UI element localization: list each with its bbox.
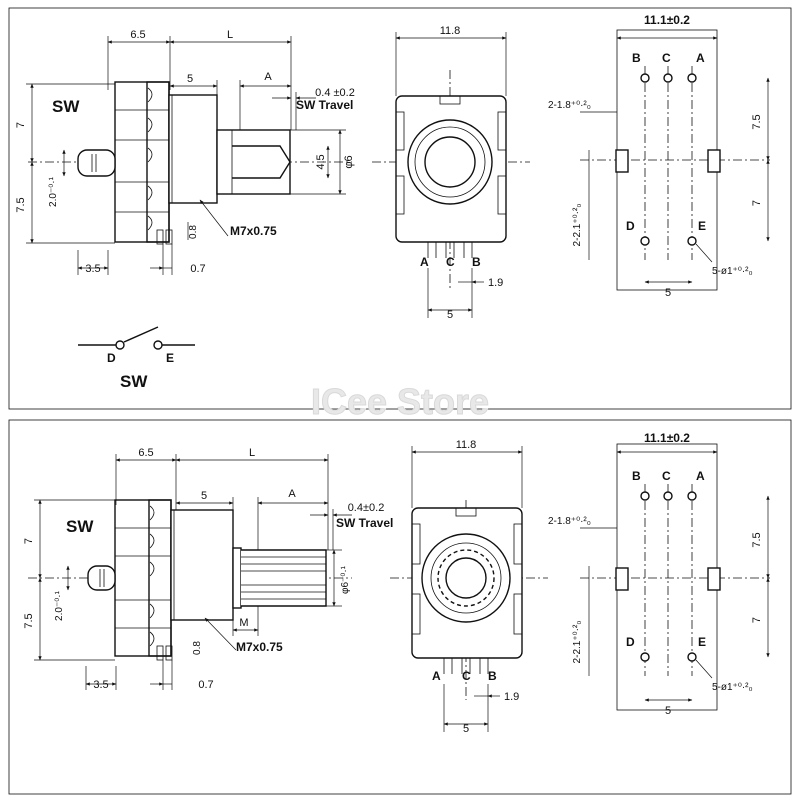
front-dim-5: 5 <box>447 309 453 321</box>
pin-dim-11-1: 11.1±0.2 <box>644 13 690 27</box>
b-dim-6-5: 6.5 <box>138 447 153 459</box>
b-dim-l: L <box>249 447 255 459</box>
dim-2-0: 2.0⁻⁰·¹ <box>48 176 59 207</box>
bottom-side-view <box>28 499 352 661</box>
switch-d: D <box>107 351 116 365</box>
switch-e: E <box>166 351 174 365</box>
watermark: ICee Store <box>311 381 489 422</box>
b-pin-b: B <box>632 469 641 483</box>
b-dim-7-5: 7.5 <box>23 613 35 628</box>
b-sw-label: SW <box>66 517 94 536</box>
b-pin-dim-7-5: 7.5 <box>751 532 763 547</box>
bottom-pin-layout: 11.1±0.2 B C A D E 2-1.8⁺⁰·²₀ 2-2.1⁺⁰·²₀… <box>548 431 770 717</box>
b-front-pin-c: C <box>462 669 471 683</box>
bottom-side-dimensions <box>34 454 352 690</box>
b-dim-phi6: φ6⁻⁰·¹ <box>340 565 351 594</box>
front-dim-1-9: 1.9 <box>488 277 503 289</box>
b-front-pin-a: A <box>432 669 441 683</box>
b-dim-5: 5 <box>201 490 207 502</box>
dim-l: L <box>227 29 233 41</box>
b-dim-2-0: 2.0⁻⁰·¹ <box>54 590 65 621</box>
front-dim-11-8: 11.8 <box>440 25 461 37</box>
dim-a: A <box>264 71 272 83</box>
bottom-side-labels: 6.5 L 5 A 0.4±0.2 SW Travel SW 7 7.5 2.0… <box>23 447 393 691</box>
bottom-panel-frame <box>8 419 792 795</box>
b-dim-7: 7 <box>23 538 35 544</box>
b-dim-0-7: 0.7 <box>198 679 213 691</box>
b-dim-m: M <box>239 617 248 629</box>
b-dim-0-8: 0.8 <box>192 641 203 655</box>
top-front-view: 11.8 A C B 1.9 5 <box>372 25 530 321</box>
b-dim-travel: 0.4±0.2 <box>348 502 385 514</box>
top-pin-layout: 11.1±0.2 B C A D E 2-1.8⁺⁰·²₀ 2-2.1⁺⁰·²₀… <box>548 13 770 299</box>
front-pin-a: A <box>420 255 429 269</box>
b-sw-travel-label: SW Travel <box>336 516 393 530</box>
b-front-pin-b: B <box>488 669 497 683</box>
pin-e: E <box>698 219 706 233</box>
dim-0-7: 0.7 <box>190 263 205 275</box>
b-front-dim-11-8: 11.8 <box>456 439 477 451</box>
b-pin-dim-2-2-1: 2-2.1⁺⁰·²₀ <box>572 621 583 664</box>
dim-6-5: 6.5 <box>130 29 145 41</box>
b-pin-dim-5: 5 <box>665 705 671 717</box>
b-front-dim-1-9: 1.9 <box>504 691 519 703</box>
dim-travel: 0.4 ±0.2 <box>315 87 355 99</box>
pin-dim-7: 7 <box>751 200 763 206</box>
pin-d: D <box>626 219 635 233</box>
dim-7: 7 <box>15 122 27 128</box>
pin-a: A <box>696 51 705 65</box>
b-pin-a: A <box>696 469 705 483</box>
top-side-dimensions <box>26 36 346 275</box>
sw-travel-label: SW Travel <box>296 98 353 112</box>
b-pin-dim-2-1-8: 2-1.8⁺⁰·²₀ <box>548 516 591 527</box>
dim-7-5: 7.5 <box>15 197 27 212</box>
b-front-dim-5: 5 <box>463 723 469 735</box>
b-pin-dim-7: 7 <box>751 617 763 623</box>
pin-c: C <box>662 51 671 65</box>
dim-4-5: 4.5 <box>315 154 327 169</box>
b-pin-d: D <box>626 635 635 649</box>
pin-dim-5: 5 <box>665 287 671 299</box>
top-side-labels: 6.5 L 5 A 0.4 ±0.2 SW Travel SW 7 7.5 2.… <box>15 29 355 275</box>
front-pin-b: B <box>472 255 481 269</box>
pin-dim-5-phi1: 5-ø1⁺⁰·²₀ <box>712 266 753 277</box>
switch-sw: SW <box>120 372 148 391</box>
sw-label: SW <box>52 97 80 116</box>
dim-0-8: 0.8 <box>188 225 199 239</box>
dim-5: 5 <box>187 73 193 85</box>
dim-phi6: φ6 <box>343 155 355 168</box>
thread-spec: M7x0.75 <box>230 224 277 238</box>
pin-dim-2-1-8: 2-1.8⁺⁰·²₀ <box>548 100 591 111</box>
pin-dim-2-2-1: 2-2.1⁺⁰·²₀ <box>572 204 583 247</box>
top-panel-frame <box>8 7 792 410</box>
b-pin-e: E <box>698 635 706 649</box>
b-pin-dim-5-phi1: 5-ø1⁺⁰·²₀ <box>712 682 753 693</box>
front-pin-c: C <box>446 255 455 269</box>
dim-3-5: 3.5 <box>85 263 100 275</box>
b-pin-c: C <box>662 469 671 483</box>
top-side-view <box>28 81 352 245</box>
top-switch-symbol: D E SW <box>78 326 195 391</box>
b-pin-dim-11-1: 11.1±0.2 <box>644 431 690 445</box>
pin-b: B <box>632 51 641 65</box>
b-thread-spec: M7x0.75 <box>236 640 283 654</box>
b-dim-3-5: 3.5 <box>93 679 108 691</box>
bottom-front-view: 11.8 A C B 1.9 5 <box>390 439 548 735</box>
b-dim-a: A <box>288 488 296 500</box>
pin-dim-7-5: 7.5 <box>751 114 763 129</box>
